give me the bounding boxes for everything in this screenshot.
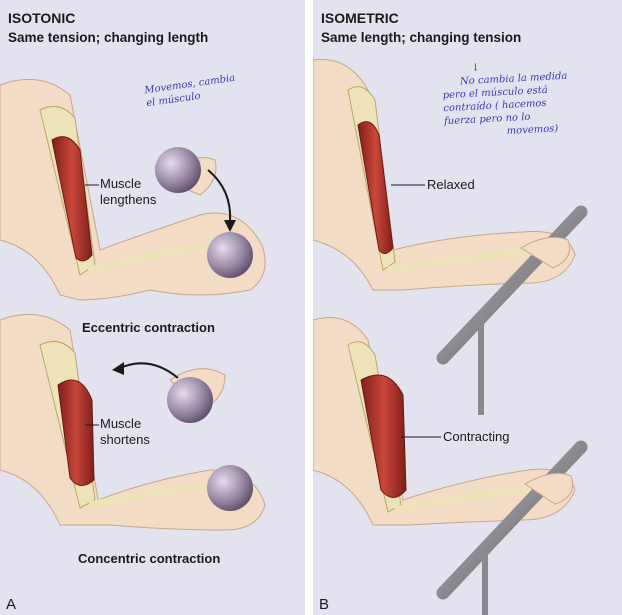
panel-b-letter: B	[319, 596, 330, 613]
label-line: lengthens	[100, 192, 157, 207]
muscle-lengthens-label: Muscle lengthens	[100, 176, 156, 208]
contracting-arm	[313, 317, 588, 615]
concentric-caption: Concentric contraction	[78, 551, 221, 566]
ball-end-icon	[207, 232, 253, 278]
ball-raised-icon	[167, 377, 213, 423]
relaxed-label: Relaxed	[427, 177, 475, 192]
isometric-arm-illustrations	[313, 58, 588, 615]
eccentric-arm	[0, 78, 266, 301]
contracting-label: Contracting	[443, 429, 510, 444]
handwritten-note-b: ↓ No cambia la medida pero el músculo es…	[441, 57, 570, 141]
isotonic-arm-illustrations	[0, 78, 266, 531]
label-line: Muscle	[100, 176, 142, 191]
panel-a-subtitle: Same tension; changing length	[8, 30, 209, 45]
relaxed-arm	[313, 58, 588, 415]
concentric-arm	[0, 313, 266, 531]
panel-a-title: ISOTONIC	[8, 10, 76, 26]
isometric-panel: ISOMETRIC Same length; changing tension …	[313, 0, 622, 615]
ball-lowered-icon	[207, 465, 253, 511]
label-line: shortens	[100, 432, 150, 447]
panel-b-title: ISOMETRIC	[321, 10, 399, 26]
eccentric-caption: Eccentric contraction	[82, 320, 215, 335]
muscle-shortens-label: Muscle shortens	[100, 416, 150, 448]
panel-a-letter: A	[6, 596, 17, 613]
label-line: Muscle	[100, 416, 142, 431]
ball-start-icon	[155, 147, 201, 193]
isotonic-panel: ISOTONIC Same tension; changing length M…	[0, 0, 305, 615]
panel-b-subtitle: Same length; changing tension	[321, 30, 522, 45]
